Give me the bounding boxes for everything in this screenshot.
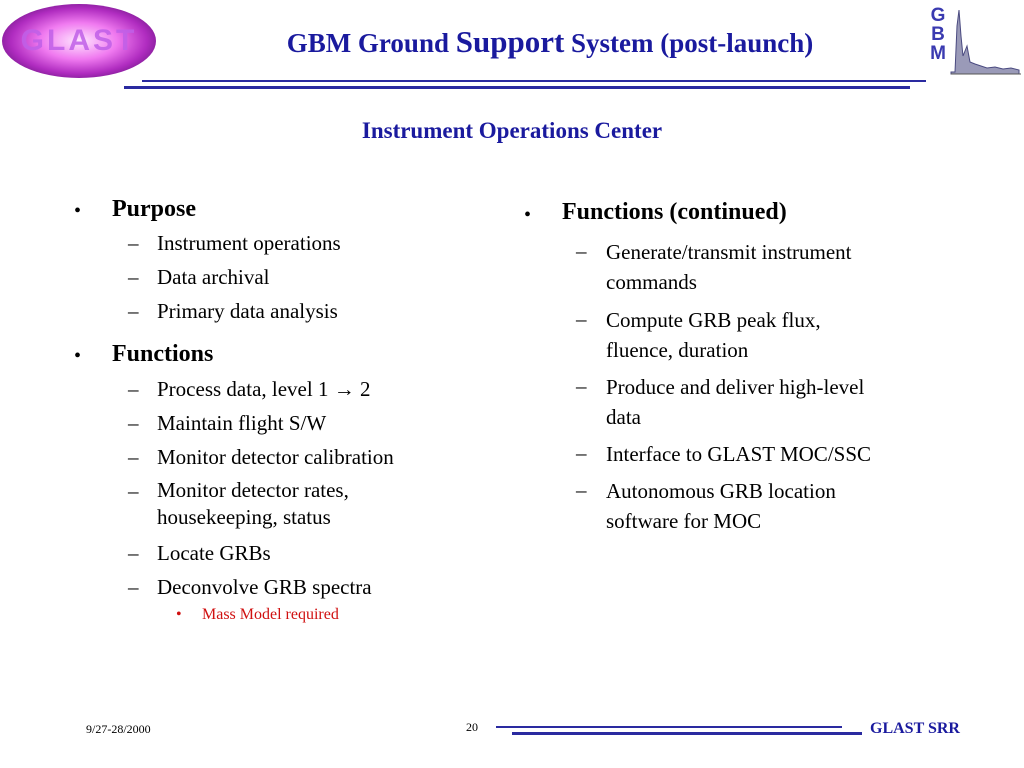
purpose-item-2: Data archival	[157, 265, 270, 289]
dash: –	[128, 411, 139, 435]
sub-bullet-dot: •	[176, 606, 182, 623]
footer-rule-top	[496, 726, 842, 728]
functions-item-6: Deconvolve GRB spectra	[157, 575, 372, 599]
text-line: Generate/transmit instrument	[606, 240, 852, 264]
glast-logo: GLAST	[0, 2, 158, 80]
purpose-item-1: Instrument operations	[157, 231, 341, 255]
functions-item-3: Monitor detector calibration	[157, 445, 394, 469]
dash: –	[576, 374, 587, 398]
footer-label: GLAST SRR	[870, 720, 960, 737]
right-item-4: Interface to GLAST MOC/SSC	[606, 439, 871, 469]
title-part-3: System (post-launch)	[564, 28, 814, 58]
right-item-2: Compute GRB peak flux, fluence, duration	[606, 305, 821, 365]
text-line: housekeeping, status	[157, 505, 331, 529]
dash: –	[576, 441, 587, 465]
dash: –	[128, 377, 139, 401]
dash: –	[576, 478, 587, 502]
dash: –	[128, 299, 139, 323]
gbm-letters: G B M	[923, 6, 953, 63]
gbm-logo: G B M	[915, 6, 1023, 82]
section-subtitle: Instrument Operations Center	[361, 118, 663, 143]
title-part-2: Support	[455, 24, 565, 59]
header-rule-bottom	[124, 86, 910, 89]
gbm-letter-m: M	[930, 43, 946, 64]
bullet-dot: •	[74, 345, 82, 367]
mass-model-note: Mass Model required	[202, 606, 339, 623]
text-line: Interface to GLAST MOC/SSC	[606, 442, 872, 466]
purpose-item-3: Primary data analysis	[157, 299, 338, 323]
text-line: Autonomous GRB location	[606, 479, 836, 503]
dash: –	[128, 575, 139, 599]
functions-item-2: Maintain flight S/W	[157, 411, 327, 435]
functions-item-1: Process data, level 1 → 2	[157, 377, 371, 401]
dash: –	[128, 265, 139, 289]
text-line: fluence, duration	[606, 338, 749, 362]
page-number: 20	[466, 720, 478, 734]
footer-rule-bottom	[512, 732, 862, 735]
dash: –	[128, 541, 139, 565]
purpose-heading: Purpose	[112, 196, 196, 222]
right-item-1: Generate/transmit instrument commands	[606, 237, 852, 297]
bullet-dot: •	[74, 200, 82, 222]
dash: –	[576, 239, 587, 263]
dash: –	[128, 479, 139, 503]
text-line: Produce and deliver high-level	[606, 375, 865, 399]
gbm-letter-g: G	[930, 5, 946, 26]
dash: –	[576, 307, 587, 331]
title-part-1: GBM Ground	[286, 28, 456, 58]
right-item-5: Autonomous GRB location software for MOC	[606, 476, 836, 536]
bullet-dot: •	[524, 204, 532, 226]
functions-continued-heading: Functions (continued)	[562, 199, 787, 225]
text-line: Compute GRB peak flux,	[606, 308, 821, 332]
text-line: commands	[606, 270, 697, 294]
functions-heading: Functions	[112, 341, 214, 367]
functions-item-5: Locate GRBs	[157, 541, 271, 565]
footer-date: 9/27-28/2000	[86, 722, 151, 736]
dash: –	[128, 231, 139, 255]
text-line: data	[606, 405, 641, 429]
dash: –	[128, 445, 139, 469]
functions-item-4: Monitor detector rates, housekeeping, sta…	[157, 477, 349, 531]
text-line: Monitor detector rates,	[157, 478, 349, 502]
page-title: GBM Ground Support System (post-launch)	[200, 24, 900, 60]
spectrum-icon	[950, 9, 1021, 75]
right-item-3: Produce and deliver high-level data	[606, 372, 864, 432]
glast-logo-text: GLAST	[20, 24, 138, 57]
header-rule-top	[142, 80, 926, 82]
gbm-letter-b: B	[931, 24, 945, 45]
text-line: software for MOC	[606, 509, 762, 533]
